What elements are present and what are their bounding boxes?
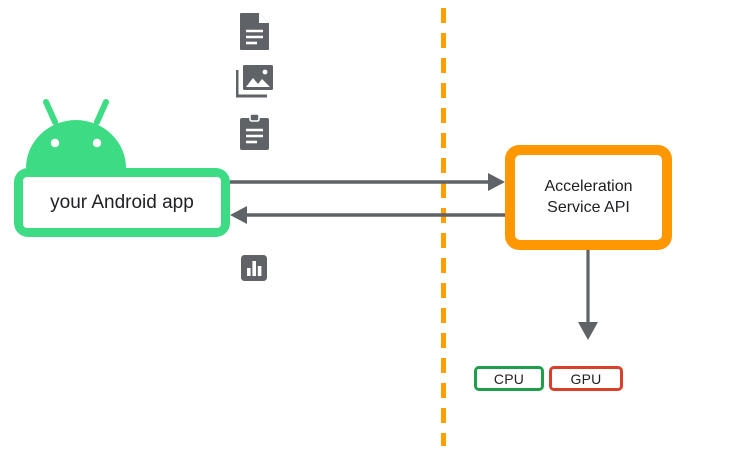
android-app-node[interactable]: your Android app [14,168,230,237]
request-arrow [230,173,505,191]
acceleration-service-api-inner: Acceleration Service API [515,155,662,240]
android-app-node-inner: your Android app [23,177,221,228]
delegate-arrow [578,250,598,340]
acceleration-service-api-node[interactable]: Acceleration Service API [505,145,672,250]
image-stack-icon [235,64,274,98]
gpu-chip-label: GPU [570,370,602,387]
cpu-chip-label: CPU [493,370,525,387]
cpu-chip[interactable]: CPU [474,366,544,391]
gpu-chip[interactable]: GPU [549,366,623,391]
process-boundary-divider [441,8,446,446]
api-label-line-2: Service API [547,198,630,216]
document-icon [238,12,270,50]
clipboard-icon [239,113,270,151]
bar-chart-icon [240,254,268,282]
api-label-line-1: Acceleration [544,178,633,196]
android-robot-icon [22,96,130,174]
response-arrow [230,206,505,224]
android-app-label: your Android app [50,191,194,213]
